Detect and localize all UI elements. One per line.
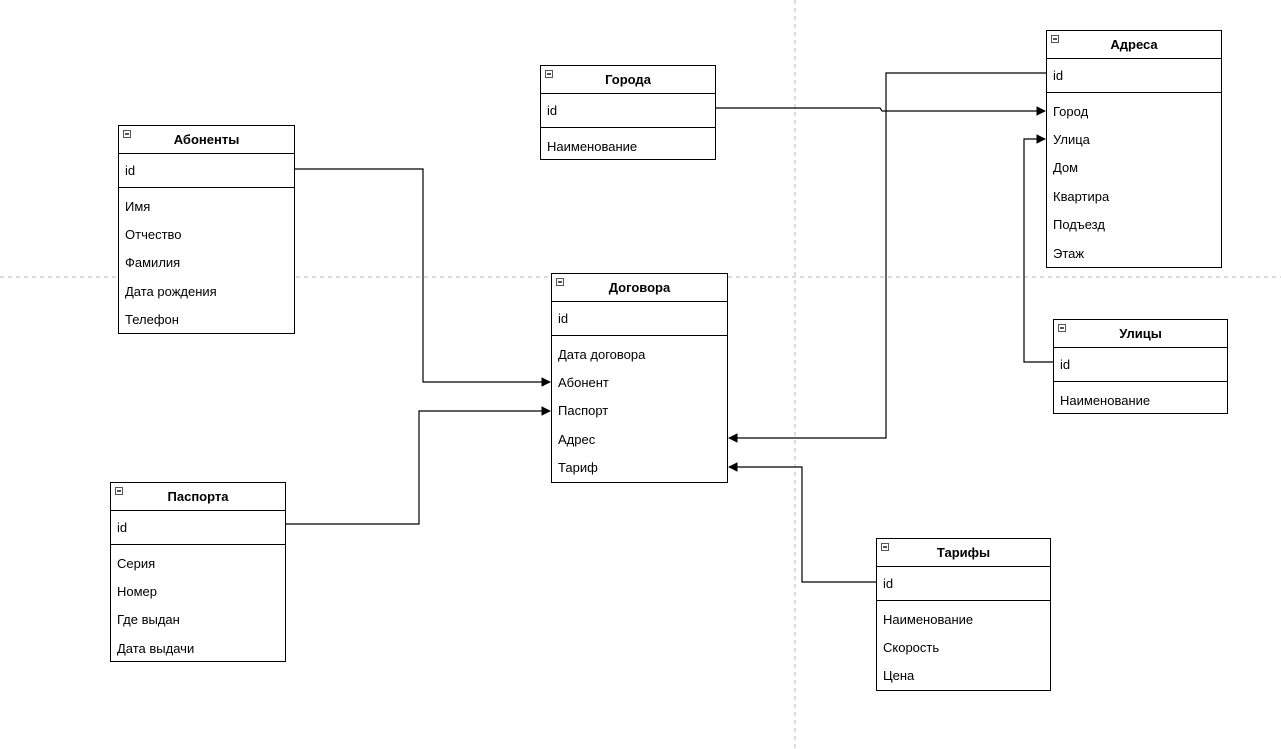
- field-list: Имя Отчество Фамилия Дата рождения Телеф…: [119, 188, 294, 334]
- field[interactable]: Дом: [1053, 160, 1079, 176]
- entity-tarify[interactable]: Тарифы id Наименование Скорость Цена: [876, 538, 1051, 691]
- field[interactable]: Имя: [125, 198, 151, 214]
- entity-title: Паспорта: [167, 489, 229, 504]
- primary-key-field[interactable]: id: [552, 302, 727, 336]
- primary-key-field[interactable]: id: [1047, 59, 1221, 93]
- entity-title: Адреса: [1110, 37, 1158, 52]
- field[interactable]: Этаж: [1053, 245, 1085, 261]
- entity-adresa[interactable]: Адреса id Город Улица Дом Квартира Подъе…: [1046, 30, 1222, 268]
- entity-title: Договора: [608, 280, 671, 295]
- field[interactable]: Наименование: [883, 611, 974, 627]
- primary-key-field[interactable]: id: [1054, 348, 1227, 382]
- collapse-icon[interactable]: [556, 278, 564, 286]
- entity-title: Тарифы: [936, 545, 991, 560]
- primary-key-field[interactable]: id: [877, 567, 1050, 601]
- field[interactable]: Квартира: [1053, 188, 1110, 204]
- field[interactable]: Отчество: [125, 227, 182, 243]
- field[interactable]: Цена: [883, 668, 915, 684]
- collapse-icon[interactable]: [1051, 35, 1059, 43]
- entity-header: Улицы: [1054, 320, 1227, 348]
- field[interactable]: Абонент: [558, 375, 609, 391]
- field-list: Город Улица Дом Квартира Подъезд Этаж: [1047, 93, 1221, 267]
- field[interactable]: Улица: [1053, 132, 1090, 148]
- field[interactable]: Где выдан: [117, 612, 180, 628]
- collapse-icon[interactable]: [123, 130, 131, 138]
- entity-ulicy[interactable]: Улицы id Наименование: [1053, 319, 1228, 414]
- field[interactable]: Номер: [117, 584, 158, 600]
- entity-header: Тарифы: [877, 539, 1050, 567]
- field[interactable]: Город: [1053, 103, 1089, 119]
- entity-title: Абоненты: [173, 132, 240, 147]
- entity-abonenty[interactable]: Абоненты id Имя Отчество Фамилия Дата ро…: [118, 125, 295, 334]
- connector-abonenty-dogovora[interactable]: [295, 168, 551, 387]
- field[interactable]: Тариф: [558, 460, 598, 476]
- entity-header: Договора: [552, 274, 727, 302]
- entity-title: Города: [605, 72, 651, 87]
- connector-goroda-adresa[interactable]: [715, 106, 1046, 116]
- connector-pasporta-dogovora[interactable]: [286, 406, 551, 525]
- collapse-icon[interactable]: [545, 70, 553, 78]
- field[interactable]: Дата договора: [558, 346, 646, 362]
- field[interactable]: Фамилия: [125, 255, 181, 271]
- entity-header: Адреса: [1047, 31, 1221, 59]
- connector-adresa-dogovora[interactable]: [728, 72, 1047, 443]
- field[interactable]: Дата выдачи: [117, 640, 195, 656]
- entity-header: Паспорта: [111, 483, 285, 511]
- primary-key-field[interactable]: id: [119, 154, 294, 188]
- entity-title: Улицы: [1119, 326, 1162, 341]
- field[interactable]: Серия: [117, 555, 156, 571]
- primary-key-field[interactable]: id: [541, 94, 715, 128]
- field[interactable]: Наименование: [1060, 392, 1151, 408]
- collapse-icon[interactable]: [1058, 324, 1066, 332]
- connector-ulicy-adresa[interactable]: [1023, 134, 1054, 363]
- field[interactable]: Паспорт: [558, 403, 609, 419]
- field-list: Наименование Скорость Цена: [877, 601, 1050, 690]
- field[interactable]: Адрес: [558, 431, 596, 447]
- field-list: Дата договора Абонент Паспорт Адрес Тари…: [552, 336, 727, 482]
- field-list: Серия Номер Где выдан Дата выдачи: [111, 545, 285, 663]
- entity-pasporta[interactable]: Паспорта id Серия Номер Где выдан Дата в…: [110, 482, 286, 662]
- collapse-icon[interactable]: [115, 487, 123, 495]
- field[interactable]: Скорость: [883, 640, 940, 656]
- primary-key-field[interactable]: id: [111, 511, 285, 545]
- field[interactable]: Наименование: [547, 138, 638, 154]
- entity-dogovora[interactable]: Договора id Дата договора Абонент Паспор…: [551, 273, 728, 483]
- field-list: Наименование: [1054, 382, 1227, 414]
- entity-goroda[interactable]: Города id Наименование: [540, 65, 716, 160]
- entity-header: Города: [541, 66, 715, 94]
- entity-header: Абоненты: [119, 126, 294, 154]
- field[interactable]: Телефон: [125, 312, 179, 328]
- field[interactable]: Подъезд: [1053, 217, 1105, 233]
- field-list: Наименование: [541, 128, 715, 160]
- connector-tarify-dogovora[interactable]: [728, 462, 877, 583]
- field[interactable]: Дата рождения: [125, 283, 217, 299]
- collapse-icon[interactable]: [881, 543, 889, 551]
